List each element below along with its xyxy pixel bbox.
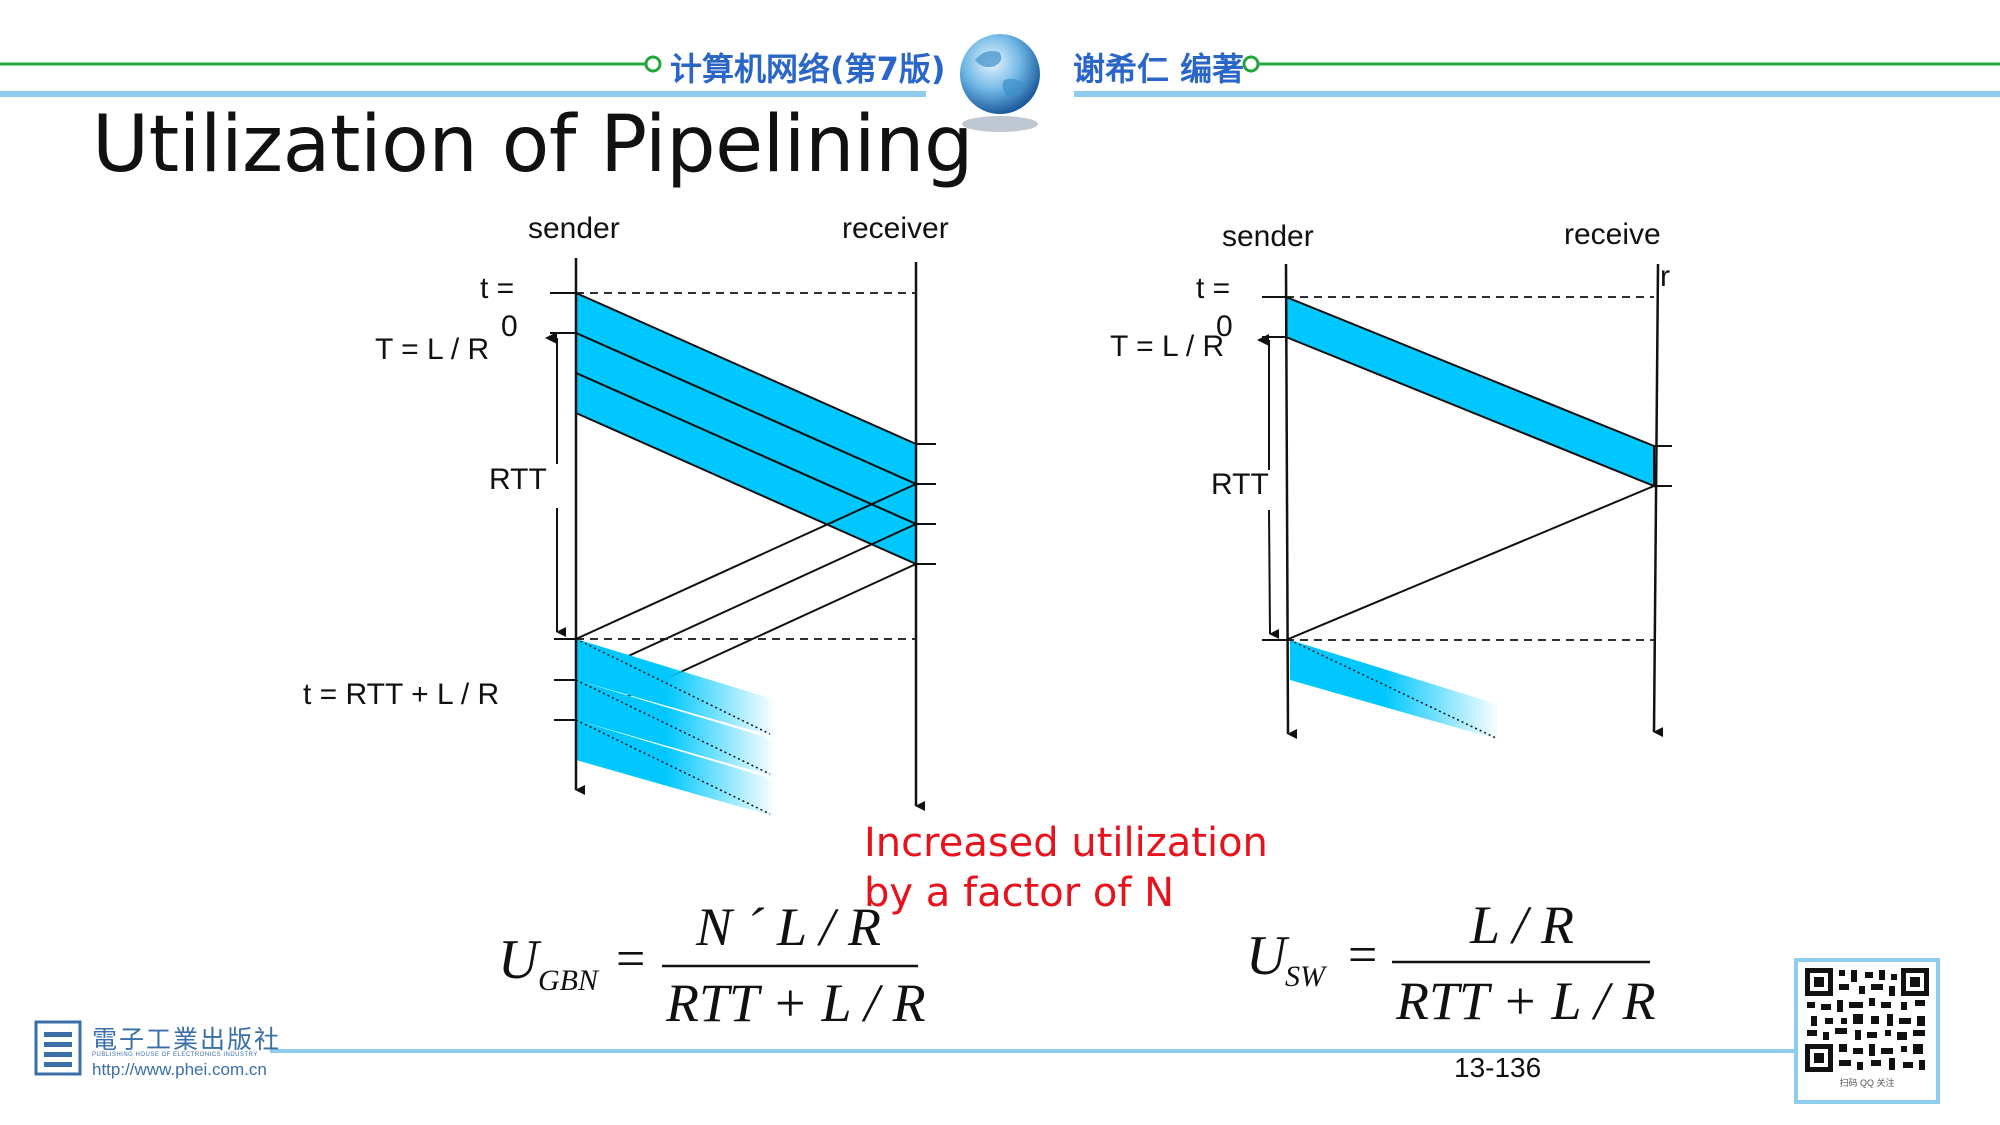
- sw-u: U: [1246, 925, 1287, 987]
- globe-icon: [960, 34, 1040, 132]
- gbn-u: U: [498, 929, 539, 991]
- stop-wait-diagram: [1257, 263, 1672, 740]
- pipelined-t0-label-line1: t =: [480, 272, 515, 305]
- sw-receiver-label-line2: r: [1660, 260, 1670, 293]
- sw-equals: =: [1348, 927, 1378, 984]
- gbn-denominator: RTT + L / R: [666, 973, 926, 1033]
- sw-rtt-arrow-bottom: [1268, 509, 1280, 639]
- gbn-numerator: N ´ L / R: [696, 897, 882, 957]
- pipelined-diagram: [545, 258, 936, 817]
- pipelined-receiver-label: receiver: [842, 212, 949, 245]
- annotation-line1: Increased utilization: [864, 820, 1268, 866]
- sw-sender-timeline: [1284, 263, 1298, 739]
- qr-code-frame: 扫码 QQ 关注: [1794, 958, 1940, 1104]
- pipelined-sender-label: sender: [528, 212, 620, 245]
- sw-t0-label-line2: 0: [1216, 310, 1233, 343]
- pipelined-t0-label-line2: 0: [501, 310, 518, 343]
- sw-receiver-timeline: [1652, 263, 1664, 738]
- qr-caption: 扫码 QQ 关注: [1839, 1078, 1895, 1088]
- annotation-line2: by a factor of N: [864, 870, 1175, 916]
- pipelined-ack-1: [575, 483, 917, 640]
- sw-receiver-label-line1: receive: [1564, 218, 1661, 251]
- publisher-url: http://www.phei.com.cn: [92, 1060, 267, 1079]
- sw-tlr-label: T = L / R: [1110, 330, 1225, 363]
- sw-numerator: L / R: [1470, 895, 1575, 955]
- slide-title: Utilization of Pipelining: [92, 100, 974, 190]
- publisher-english: PUBLISHING HOUSE OF ELECTRONICS INDUSTRY: [92, 1052, 258, 1058]
- sw-rtt-label: RTT: [1211, 468, 1269, 501]
- pipelined-t-rtt-label: t = RTT + L / R: [303, 678, 500, 711]
- header-decoration: [0, 34, 2000, 132]
- sw-ack: [1285, 485, 1655, 641]
- pipelined-rtt-label: RTT: [489, 463, 547, 496]
- sw-t0-label-line1: t =: [1196, 272, 1231, 305]
- header-left-node-icon: [644, 55, 662, 73]
- sw-sender-label: sender: [1222, 220, 1314, 253]
- qr-code-icon: [1805, 968, 1929, 1072]
- publisher-logo-icon: [34, 1020, 82, 1076]
- sw-subscript: SW: [1285, 960, 1325, 993]
- pipelined-tlr-label: T = L / R: [375, 333, 490, 366]
- page-number: 13-136: [1454, 1052, 1542, 1083]
- gbn-subscript: GBN: [538, 964, 598, 997]
- gbn-equals: =: [616, 931, 646, 988]
- book-title: 计算机网络(第7版): [670, 50, 946, 88]
- pipelined-ack-2: [575, 523, 917, 681]
- sw-packet: [1285, 295, 1655, 488]
- sw-denominator: RTT + L / R: [1396, 971, 1656, 1031]
- publisher-name: 電子工業出版社: [92, 1025, 282, 1054]
- author: 谢希仁 编著: [1073, 50, 1245, 88]
